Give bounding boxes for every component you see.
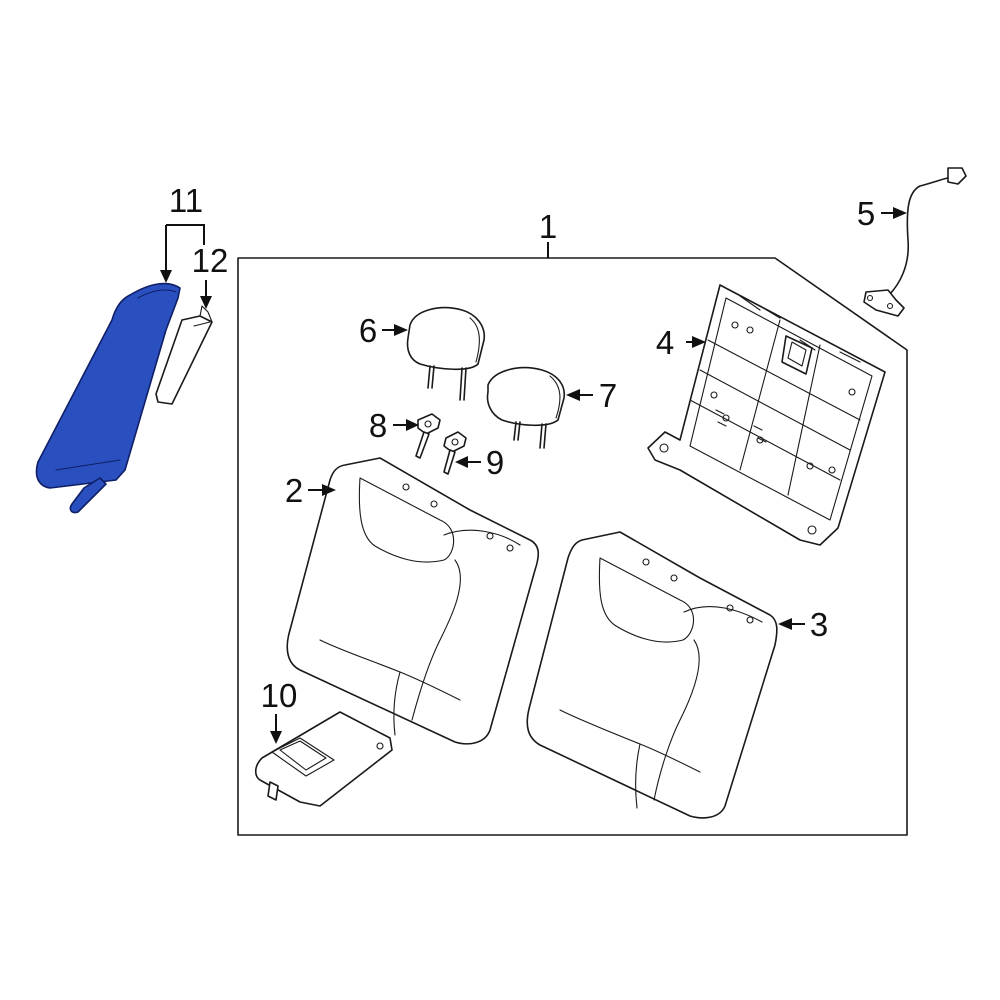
callout-8: 8 xyxy=(369,407,387,444)
seatback-frame-part-4[interactable] xyxy=(647,284,886,546)
wire-harness-part-5[interactable] xyxy=(863,167,967,317)
callout-2: 2 xyxy=(285,472,303,509)
headrest-part-6[interactable] xyxy=(406,306,486,401)
callout-10: 10 xyxy=(261,677,298,714)
seatback-cover-part-3[interactable] xyxy=(526,531,778,819)
callout-7: 7 xyxy=(599,377,617,414)
headrest-part-7[interactable] xyxy=(486,366,566,449)
callout-5: 5 xyxy=(857,195,875,232)
trim-piece-part-12[interactable] xyxy=(155,305,213,405)
assembly-frame xyxy=(237,257,908,836)
side-bolster-part-11[interactable] xyxy=(35,282,181,514)
callout-11: 11 xyxy=(169,182,203,219)
cover-plate-part-10[interactable] xyxy=(254,711,393,807)
seatback-cover-part-2[interactable] xyxy=(286,457,540,745)
callout-4: 4 xyxy=(656,324,674,361)
callout-1: 1 xyxy=(539,208,557,245)
headrest-guide-part-8[interactable] xyxy=(415,413,441,459)
callout-9: 9 xyxy=(486,444,504,481)
callout-12: 12 xyxy=(192,242,229,279)
callout-3: 3 xyxy=(810,606,828,643)
headrest-guide-part-9[interactable] xyxy=(443,431,467,475)
callout-6: 6 xyxy=(359,312,377,349)
